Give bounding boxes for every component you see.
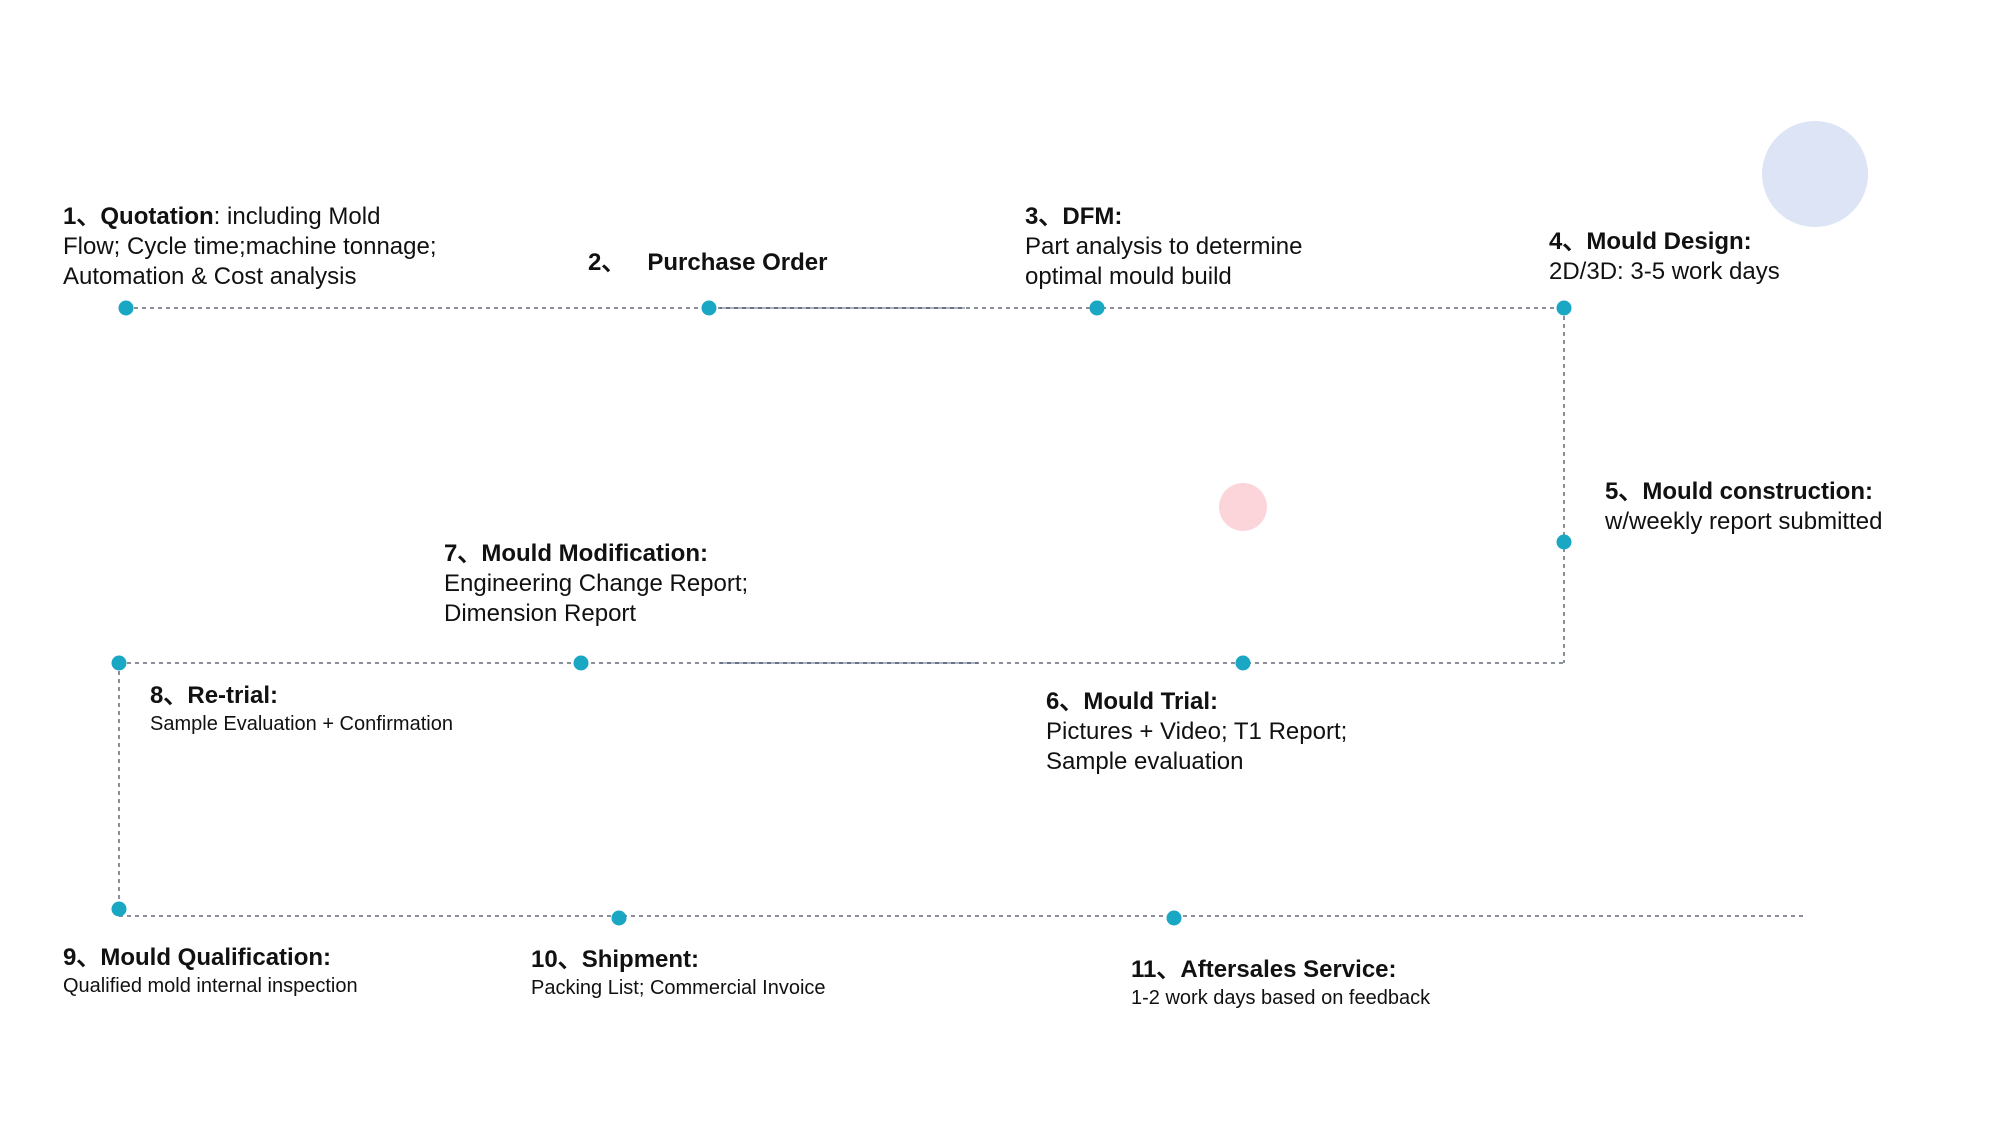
node-step-6: [1235, 655, 1251, 671]
step-re-trial: 8、Re-trial: Sample Evaluation + Confirma…: [150, 681, 453, 737]
description-line: 2D/3D: 3-5 work days: [1549, 258, 1780, 285]
step-label: Mould Design:: [1586, 228, 1752, 255]
step-purchase-order: 2、 Purchase Order: [588, 248, 827, 278]
step-mould-construction: 5、Mould construction: w/weekly report su…: [1605, 477, 1882, 537]
step-description: 1-2 work days based on feedback: [1131, 985, 1430, 1011]
step-description: Engineering Change Report; Dimension Rep…: [444, 569, 748, 629]
step-label: Mould Qualification:: [100, 944, 332, 971]
step-quotation: 1、Quotation: including Mold Flow; Cycle …: [63, 202, 437, 292]
step-label: Re-trial:: [187, 682, 279, 709]
step-number: 9、: [63, 944, 101, 971]
description-line: Automation & Cost analysis: [63, 263, 357, 290]
description-line: Sample Evaluation + Confirmation: [150, 713, 453, 735]
step-title-suffix: : including Mold: [213, 203, 381, 230]
step-label: Mould Modification:: [481, 540, 708, 567]
description-line: Packing List; Commercial Invoice: [531, 977, 826, 999]
node-step-8: [111, 655, 127, 671]
node-step-2: [701, 300, 717, 316]
node-step-3: [1089, 300, 1105, 316]
step-label: Mould Trial:: [1083, 688, 1219, 715]
step-dfm: 3、DFM: Part analysis to determine optima…: [1025, 202, 1302, 292]
step-mould-trial: 6、Mould Trial: Pictures + Video; T1 Repo…: [1046, 687, 1347, 777]
step-description: Qualified mold internal inspection: [63, 973, 358, 999]
node-step-4: [1556, 300, 1572, 316]
step-label: Purchase Order: [647, 249, 828, 276]
description-line: Flow; Cycle time;machine tonnage;: [63, 233, 437, 260]
decorative-blue-bubble: [1762, 121, 1868, 227]
step-title: 3、DFM:: [1025, 202, 1302, 232]
step-description: Flow; Cycle time;machine tonnage; Automa…: [63, 232, 437, 292]
step-number: 3、: [1025, 203, 1063, 230]
step-title: 1、Quotation: including Mold: [63, 202, 437, 232]
step-description: Part analysis to determine optimal mould…: [1025, 232, 1302, 292]
step-number: 6、: [1046, 688, 1084, 715]
step-label: Aftersales Service:: [1180, 956, 1397, 983]
step-number: 1、: [63, 203, 101, 230]
step-number: 10、: [531, 946, 582, 973]
description-line: Dimension Report: [444, 600, 637, 627]
node-step-7: [573, 655, 589, 671]
step-title: 2、 Purchase Order: [588, 248, 827, 278]
step-title: 9、Mould Qualification:: [63, 943, 358, 973]
step-number: 7、: [444, 540, 482, 567]
step-number: 4、: [1549, 228, 1587, 255]
step-title: 11、Aftersales Service:: [1131, 955, 1430, 985]
step-label: Quotation: [100, 203, 214, 230]
step-label: Shipment:: [581, 946, 700, 973]
step-label: Mould construction:: [1642, 478, 1873, 505]
description-line: Part analysis to determine: [1025, 233, 1303, 260]
description-line: optimal mould build: [1025, 263, 1232, 290]
step-description: 2D/3D: 3-5 work days: [1549, 257, 1780, 287]
step-aftersales-service: 11、Aftersales Service: 1-2 work days bas…: [1131, 955, 1430, 1011]
step-mould-modification: 7、Mould Modification: Engineering Change…: [444, 539, 748, 629]
step-title: 8、Re-trial:: [150, 681, 453, 711]
step-number: 11、: [1131, 956, 1181, 983]
step-number: 5、: [1605, 478, 1643, 505]
description-line: 1-2 work days based on feedback: [1131, 987, 1431, 1009]
step-number: 2、: [588, 249, 626, 276]
node-step-1: [118, 300, 134, 316]
step-title: 10、Shipment:: [531, 945, 826, 975]
step-label: DFM:: [1062, 203, 1123, 230]
node-step-5: [1556, 534, 1572, 550]
step-number: 8、: [150, 682, 188, 709]
node-step-11: [1166, 910, 1182, 926]
connector-lines: [118, 307, 1805, 917]
step-title: 7、Mould Modification:: [444, 539, 748, 569]
step-description: Pictures + Video; T1 Report; Sample eval…: [1046, 717, 1347, 777]
step-description: w/weekly report submitted: [1605, 507, 1882, 537]
description-line: Engineering Change Report;: [444, 570, 749, 597]
node-step-9: [111, 901, 127, 917]
description-line: w/weekly report submitted: [1605, 508, 1883, 535]
step-mould-design: 4、Mould Design: 2D/3D: 3-5 work days: [1549, 227, 1780, 287]
step-description: Sample Evaluation + Confirmation: [150, 711, 453, 737]
step-nodes: [111, 300, 1572, 926]
description-line: Qualified mold internal inspection: [63, 975, 358, 997]
step-title: 5、Mould construction:: [1605, 477, 1882, 507]
decorative-pink-bubble: [1219, 483, 1267, 531]
node-step-10: [611, 910, 627, 926]
step-title: 4、Mould Design:: [1549, 227, 1780, 257]
step-title: 6、Mould Trial:: [1046, 687, 1347, 717]
step-description: Packing List; Commercial Invoice: [531, 975, 826, 1001]
step-shipment: 10、Shipment: Packing List; Commercial In…: [531, 945, 826, 1001]
step-mould-qualification: 9、Mould Qualification: Qualified mold in…: [63, 943, 358, 999]
description-line: Sample evaluation: [1046, 748, 1244, 775]
description-line: Pictures + Video; T1 Report;: [1046, 718, 1348, 745]
